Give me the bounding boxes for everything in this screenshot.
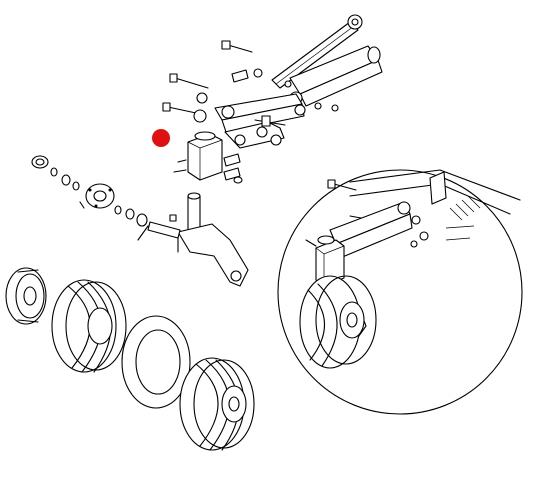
tyre-right — [179, 357, 255, 451]
cylinder-body — [289, 45, 383, 107]
inset-swivel — [305, 235, 345, 287]
inset-wheel — [299, 275, 377, 369]
inset-hatching — [445, 195, 481, 241]
swivel-housing — [173, 131, 223, 181]
castor-fork — [177, 192, 249, 287]
hydraulic-rod — [271, 14, 363, 89]
inner-tube — [121, 315, 191, 409]
wheel-hub — [79, 183, 115, 209]
inset-frame-beam — [349, 169, 521, 215]
link-arm-lower — [224, 115, 286, 149]
axle-shaft — [137, 214, 181, 241]
washers-row-1 — [50, 167, 80, 191]
detail-inset — [277, 169, 523, 415]
wheel-rim — [5, 267, 47, 325]
bolt-top-3 — [162, 92, 208, 123]
tyre-left — [51, 279, 127, 373]
callout-marker — [152, 129, 170, 147]
bolt-top-2 — [169, 69, 292, 89]
pins-small — [223, 153, 243, 184]
bolt-top-1 — [221, 40, 263, 78]
bearing-cup — [31, 155, 49, 169]
washers-row-2 — [114, 205, 148, 227]
